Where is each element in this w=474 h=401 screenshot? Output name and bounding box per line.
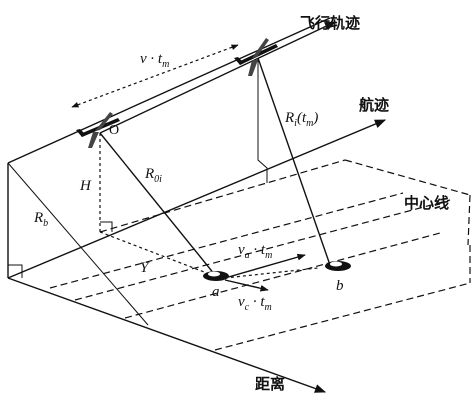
flight-path-label: 飞行轨迹: [300, 14, 360, 32]
point-b-label: b: [336, 278, 344, 294]
ground-back-right: [344, 159, 471, 196]
wall-slant: [7, 162, 149, 326]
va-dashed: [224, 267, 319, 279]
r0i-label: R0i: [144, 166, 162, 185]
rb-label: Rb: [33, 210, 48, 229]
vtm-sub: m: [162, 59, 169, 70]
ground-far-edge: [99, 159, 346, 233]
origin-label: O: [109, 123, 119, 138]
ri-arg-sub: m: [306, 118, 313, 129]
ri-arg: (t: [297, 110, 307, 126]
track-arrow: [7, 119, 387, 279]
range-arrow: [7, 277, 327, 393]
center-line-label: 中心线: [404, 194, 449, 212]
va-main: v: [238, 242, 245, 258]
height-right-angle: [100, 221, 113, 232]
r0i-sub: 0i: [154, 174, 162, 185]
r0i-main: R: [144, 166, 154, 182]
vc-main: v: [238, 294, 245, 310]
r0i-line: [99, 132, 216, 276]
ri-label: Ri(tm): [284, 110, 318, 129]
airplane-origin-icon: [76, 112, 120, 148]
ground-center-line: [74, 199, 451, 301]
ri-line: [257, 57, 331, 266]
ri-close: ): [312, 110, 318, 126]
ri-main: R: [284, 110, 294, 126]
ground-strip-3: [124, 232, 441, 319]
car-b-icon: [325, 261, 351, 271]
vtm-main: v · t: [140, 51, 163, 67]
height-label: H: [79, 178, 92, 194]
vc-label: vc · tm: [238, 294, 272, 313]
wall-small-foot: [8, 264, 23, 278]
y-distance-line: [99, 231, 213, 276]
vc-t-sub: m: [265, 302, 272, 313]
track-label: 航迹: [359, 96, 389, 114]
vc-t: · t: [249, 294, 265, 310]
airplane-moved-icon: [234, 38, 278, 76]
va-t-sub: m: [265, 250, 272, 261]
vc-sub: c: [245, 302, 250, 313]
va-t: · t: [250, 242, 266, 258]
rb-main: R: [33, 210, 43, 226]
plane2-projection: [257, 58, 268, 183]
va-sub: a: [245, 250, 250, 261]
ri-sub: i: [294, 118, 297, 129]
rb-sub: b: [43, 218, 48, 229]
ground-strip-1: [49, 192, 404, 289]
vc-arrow: [224, 279, 269, 292]
vtm-label: v · tm: [140, 51, 169, 70]
va-arrow: [224, 253, 306, 279]
point-a-label: a: [212, 284, 220, 300]
va-label: va · tm: [238, 242, 272, 261]
wall-top-edge: [7, 17, 331, 164]
y-label: Y: [140, 260, 150, 276]
ground-right-edge: [467, 194, 471, 246]
car-a-icon: [203, 271, 229, 281]
range-label: 距离: [255, 375, 285, 393]
